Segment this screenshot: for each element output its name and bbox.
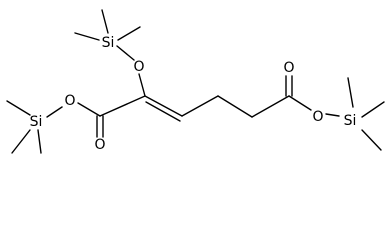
bond-si-top-methyl-left <box>74 32 100 41</box>
atom-label-o-top: O <box>133 59 144 75</box>
bond-o-top-c2 <box>138 73 146 97</box>
bond-si-top-o <box>116 45 135 61</box>
atom-label-o-carbonyl-left: O <box>94 137 105 153</box>
atom-label-o-carbonyl-right: O <box>283 60 294 76</box>
atom-label-si-right: Si <box>344 113 357 129</box>
bond-si-right-methyl-up <box>347 77 354 108</box>
bond-si-left-methyl-left <box>6 100 31 116</box>
bond-c2-c3-double-2 <box>145 101 181 122</box>
bond-si-top-methyl-up <box>101 9 109 34</box>
bond-c4-c5 <box>217 95 253 118</box>
bond-si-top-methyl-right <box>117 26 141 41</box>
atom-label-o-ester-left: O <box>64 93 75 109</box>
bond-o-right-si <box>325 113 340 117</box>
bond-o-left-c1 <box>77 102 101 117</box>
atom-label-si-left: Si <box>30 114 43 130</box>
bond-si-right-methyl-down <box>361 129 382 151</box>
atom-label-si-top: Si <box>102 35 115 51</box>
structural-formula: Si O Si O O O O Si <box>6 9 385 154</box>
bond-c2-c3-double-1 <box>144 95 183 117</box>
bond-si-left-methyl-down <box>37 129 42 154</box>
bond-si-left-o <box>46 106 63 118</box>
bond-c6-o-right <box>288 95 312 111</box>
bond-si-right-methyl-right <box>361 101 385 118</box>
bond-c3-c4 <box>181 95 219 117</box>
bond-c5-c6 <box>251 95 290 118</box>
bond-c1-c2 <box>99 95 146 117</box>
bond-si-left-methyl-down-left <box>11 129 31 154</box>
atom-label-o-ester-right: O <box>312 109 323 125</box>
